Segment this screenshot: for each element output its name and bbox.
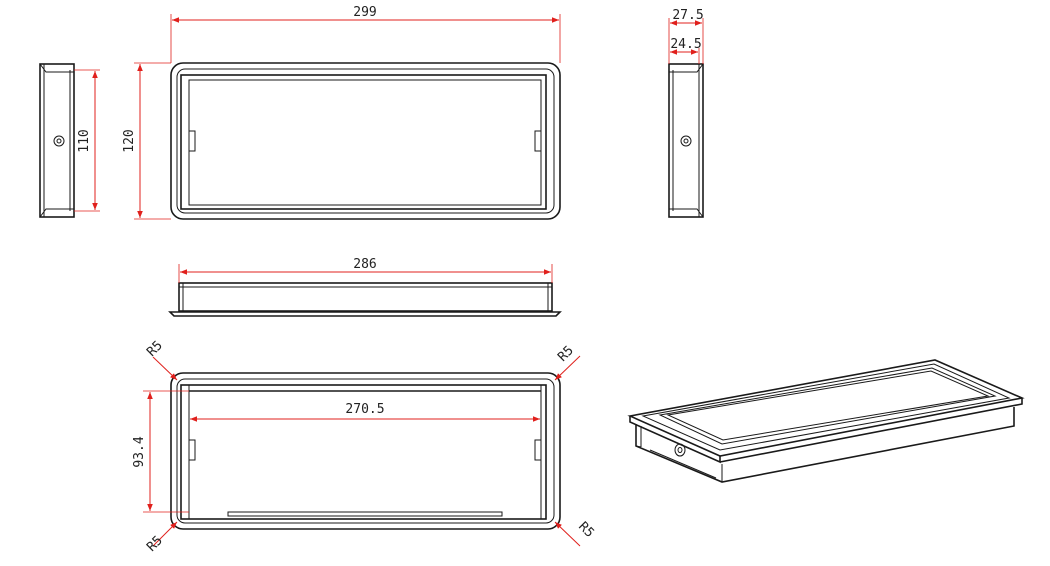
dim-label-110: 110 — [77, 129, 92, 152]
right-side-screw — [680, 135, 692, 147]
front-clip-right — [534, 130, 542, 152]
front-frame-inner-edge — [176, 68, 555, 214]
iso-panel — [658, 367, 997, 445]
radius-leader-bottom-left — [152, 521, 178, 547]
inner-view: 270.5 93.4 R5 R5 R5 R5 — [132, 338, 597, 555]
inner-view-outer-frame — [170, 372, 561, 530]
bottom-view-body — [178, 282, 553, 312]
front-clip-left — [188, 130, 196, 152]
left-side-body — [39, 63, 75, 218]
front-opening — [180, 74, 547, 210]
left-side-screw — [53, 135, 65, 147]
dim-label-93-4: 93.4 — [132, 436, 147, 467]
dim-label-299: 299 — [353, 5, 376, 20]
right-side-body — [668, 63, 704, 218]
dim-label-24-5: 24.5 — [670, 37, 701, 52]
radius-leader-bottom-right — [554, 521, 581, 547]
iso-screw — [674, 443, 686, 457]
radius-label-bottom-right: R5 — [575, 519, 597, 541]
radius-leader-top-right — [554, 355, 581, 381]
isometric-view — [627, 359, 1025, 483]
radius-label-top-left: R5 — [144, 338, 166, 360]
dim-label-270-5: 270.5 — [345, 402, 384, 417]
front-outer-frame — [170, 62, 561, 220]
front-panel — [188, 79, 542, 206]
front-view: 299 120 — [122, 5, 561, 220]
inner-clip-right — [534, 439, 542, 461]
bottom-edge-view: 286 — [168, 257, 562, 317]
bottom-view-flange — [168, 311, 562, 317]
inner-view-opening — [180, 384, 547, 520]
right-side-view: 27.5 24.5 — [668, 8, 704, 218]
dim-label-286: 286 — [353, 257, 376, 272]
left-side-view: 110 — [39, 63, 100, 218]
inner-clip-left — [188, 439, 196, 461]
dim-label-27-5: 27.5 — [672, 8, 703, 23]
dim-label-120: 120 — [122, 129, 137, 152]
radius-leader-top-left — [152, 356, 178, 381]
